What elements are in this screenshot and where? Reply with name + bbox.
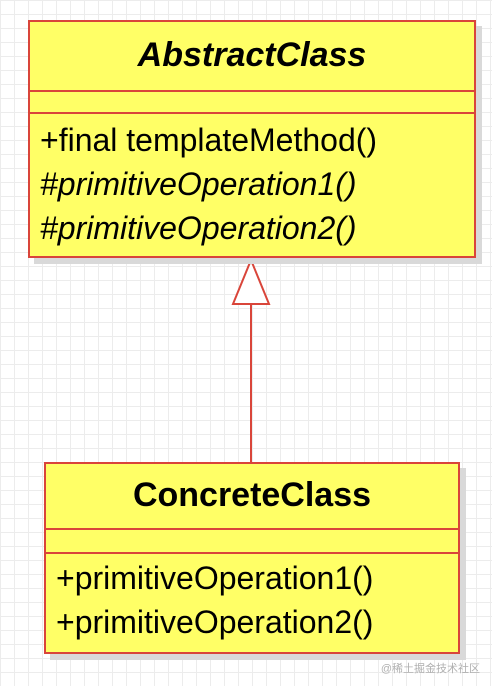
generalization-arrowhead <box>231 257 271 305</box>
concrete-class-operations: +primitiveOperation1() +primitiveOperati… <box>46 552 458 644</box>
abstract-class-attributes <box>30 90 474 112</box>
concrete-class-attributes <box>46 528 458 552</box>
operation-primitive-1-impl: +primitiveOperation1() <box>56 560 374 596</box>
concrete-class-box[interactable]: ConcreteClass +primitiveOperation1() +pr… <box>44 462 460 654</box>
operation-template-method: +final templateMethod() <box>40 122 378 158</box>
operation-primitive-1: #primitiveOperation1() <box>40 166 357 202</box>
abstract-class-box[interactable]: AbstractClass +final templateMethod() #p… <box>28 20 476 258</box>
concrete-class-name: ConcreteClass <box>132 476 372 514</box>
abstract-class-operations: +final templateMethod() #primitiveOperat… <box>30 112 474 250</box>
operation-primitive-2: #primitiveOperation2() <box>40 210 357 246</box>
watermark: @稀土掘金技术社区 <box>380 663 480 675</box>
abstract-class-name: AbstractClass <box>137 36 367 74</box>
operation-primitive-2-impl: +primitiveOperation2() <box>56 604 374 640</box>
